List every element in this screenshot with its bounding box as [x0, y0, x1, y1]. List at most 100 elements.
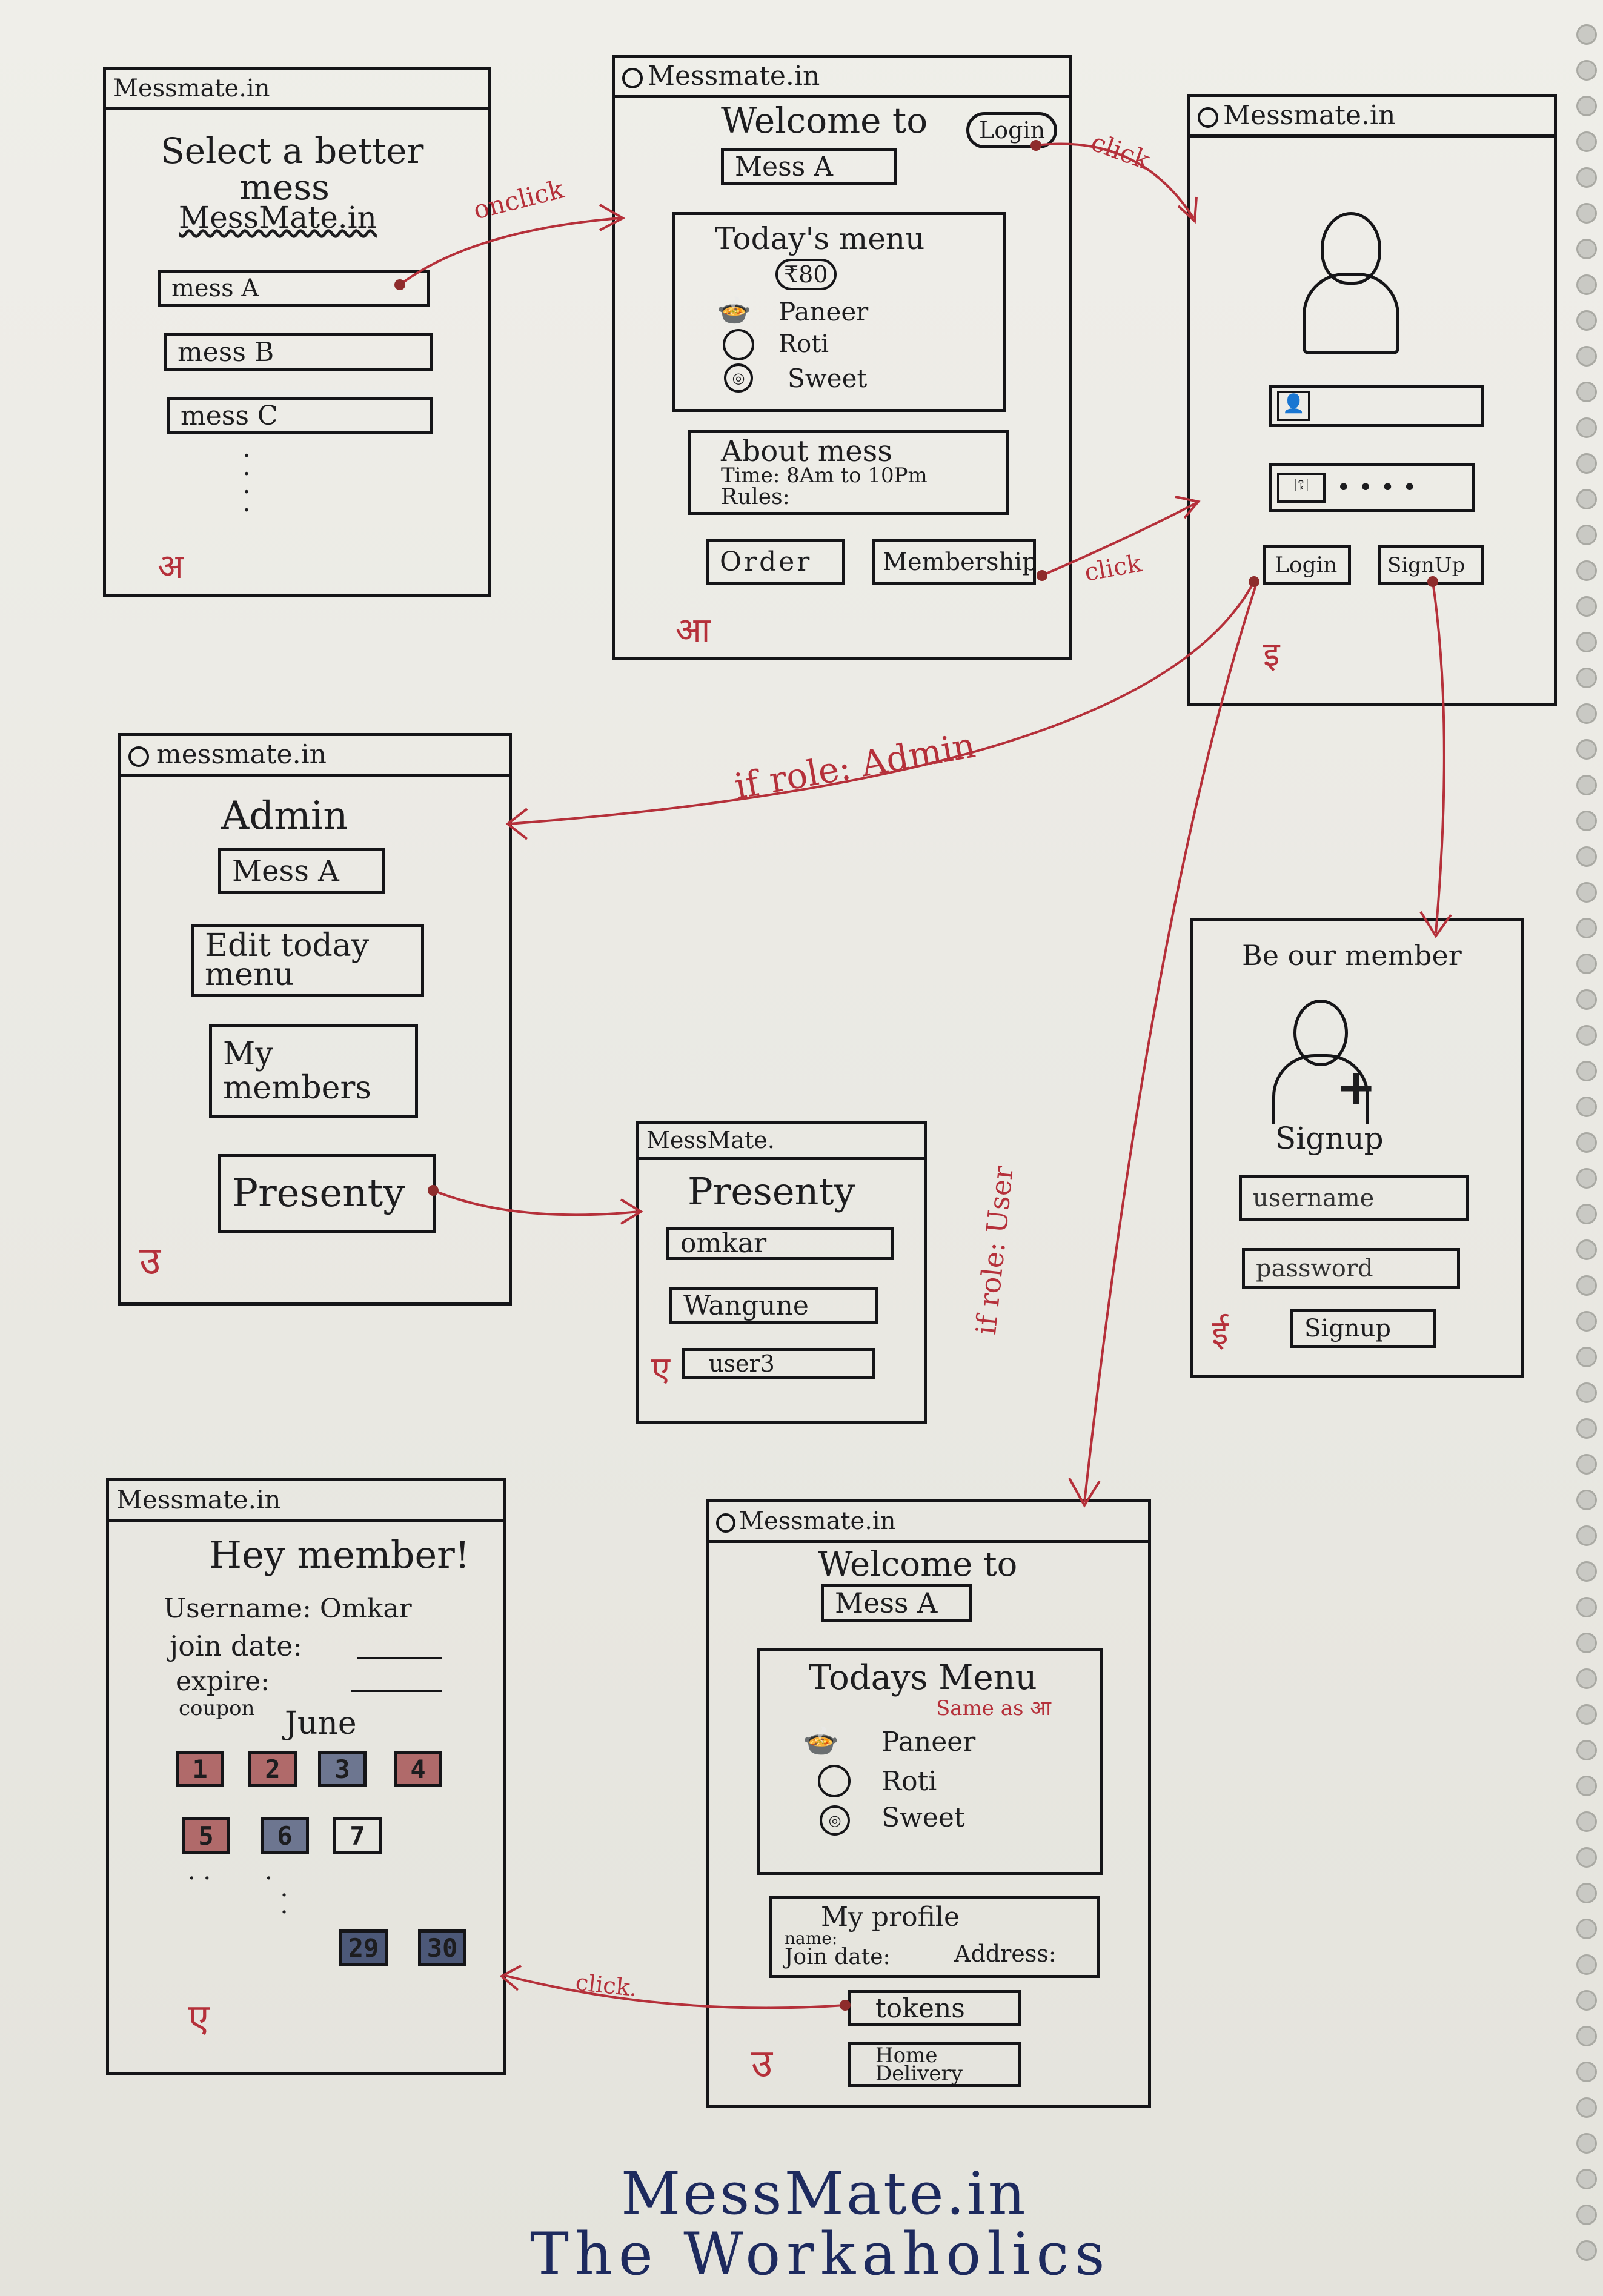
my-members-label: My members: [223, 1035, 371, 1106]
arrow-membership-to-login-screen: [1041, 502, 1197, 577]
edit-today-menu-button[interactable]: Edit today menu: [191, 924, 424, 997]
signup-password-input[interactable]: password: [1242, 1248, 1460, 1289]
day-30[interactable]: 30: [418, 1929, 466, 1966]
spiral-ring: [1576, 846, 1597, 867]
spiral-ring: [1576, 310, 1597, 331]
my-members-button[interactable]: My members: [209, 1024, 418, 1118]
detail-login-button[interactable]: Login: [966, 112, 1057, 148]
member-page-mark: ए: [188, 1996, 210, 2041]
presenty-user-2[interactable]: Wangune: [669, 1287, 878, 1324]
day-2[interactable]: 2: [248, 1751, 297, 1787]
arrow-login-to-login-screen: [1035, 142, 1195, 219]
spiral-ring: [1576, 1061, 1597, 1081]
user-home-mess-name: Mess A: [821, 1584, 972, 1622]
spiral-ring: [1576, 1597, 1597, 1617]
user-menu-paneer: Paneer: [881, 1727, 976, 1757]
signup-username-input[interactable]: username: [1239, 1175, 1469, 1221]
home-delivery-label: Home Delivery: [875, 2043, 963, 2086]
menu-item-sweet: Sweet: [788, 363, 868, 393]
mess-b-item[interactable]: mess B: [164, 333, 433, 371]
spiral-ring: [1576, 1633, 1597, 1653]
spiral-ring: [1576, 1239, 1597, 1260]
day-6[interactable]: 6: [261, 1817, 309, 1854]
presenty-user-1[interactable]: omkar: [666, 1227, 894, 1260]
spiral-ring: [1576, 1776, 1597, 1796]
home-delivery-button[interactable]: Home Delivery: [848, 2042, 1021, 2087]
member-username: Username: Omkar: [164, 1593, 412, 1624]
signup-screen: Be our member + Signup username password…: [1190, 918, 1524, 1378]
admin-mess-name-text: Mess A: [232, 854, 339, 888]
presenty-user-3[interactable]: user3: [682, 1348, 875, 1379]
spiral-ring: [1576, 1168, 1597, 1189]
admin-screen: messmate.in Admin Mess A Edit today menu…: [118, 733, 512, 1306]
spiral-ring: [1576, 1740, 1597, 1760]
day-1-label: 1: [192, 1754, 208, 1784]
membership-button[interactable]: Membership: [872, 539, 1036, 585]
spiral-ring: [1576, 1132, 1597, 1153]
login-title: Messmate.in: [1223, 100, 1396, 131]
day-7[interactable]: 7: [333, 1817, 382, 1854]
detail-title-bar: Messmate.in: [615, 58, 1069, 98]
login-title-bar: Messmate.in: [1190, 97, 1554, 138]
mess-b-label: mess B: [178, 336, 274, 368]
user-menu-same-as: Same as आ: [936, 1696, 1052, 1720]
window-circle-icon: [622, 67, 643, 88]
day-3[interactable]: 3: [318, 1751, 367, 1787]
login-button[interactable]: Login: [1263, 545, 1351, 585]
sweet-icon: ◎: [724, 363, 753, 393]
spiral-ring: [1576, 2026, 1597, 2046]
detail-mess-name: Mess A: [721, 148, 897, 185]
login-page-mark: इ: [1263, 635, 1280, 674]
roti-circle-icon: [723, 329, 754, 360]
detail-mess-name-text: Mess A: [735, 151, 834, 182]
day-5[interactable]: 5: [182, 1817, 230, 1854]
home-heading-2: mess: [239, 167, 330, 208]
spiral-ring: [1576, 1418, 1597, 1439]
about-title: About mess: [721, 434, 892, 468]
spiral-ring: [1576, 2133, 1597, 2154]
order-button[interactable]: Order: [706, 539, 845, 585]
home-page-mark: अ: [158, 547, 184, 586]
presenty-screen: MessMate. Presenty omkar Wangune user3 ए: [636, 1121, 927, 1424]
login-password-input[interactable]: ⚿• • • •: [1269, 463, 1475, 512]
day-30-label: 30: [426, 1933, 458, 1963]
day-1[interactable]: 1: [176, 1751, 224, 1787]
about-mess-card: About mess Time: 8Am to 10Pm Rules:: [688, 430, 1009, 515]
mess-a-item[interactable]: mess A: [158, 270, 430, 307]
mess-detail-screen: Messmate.in Welcome to Login Mess A Toda…: [612, 55, 1072, 660]
user-home-title: Messmate.in: [739, 1507, 896, 1535]
spiral-ring: [1576, 60, 1597, 81]
day-4[interactable]: 4: [394, 1751, 442, 1787]
menu-item-roti: Roti: [778, 330, 829, 358]
signup-label: Signup: [1275, 1121, 1384, 1156]
tokens-button[interactable]: tokens: [848, 1990, 1021, 2026]
arrow-presenty-to-presenty-screen: [433, 1189, 640, 1216]
signup-heading: Be our member: [1242, 939, 1462, 972]
mess-c-item[interactable]: mess C: [167, 397, 433, 434]
about-rules: Rules:: [721, 485, 790, 509]
member-expire: expire:: [176, 1666, 270, 1697]
spiral-ring: [1576, 1347, 1597, 1367]
home-brand: MessMate.in: [179, 200, 377, 235]
presenty-user-3-label: user3: [709, 1350, 775, 1377]
presenty-user-2-label: Wangune: [683, 1290, 809, 1321]
detail-page-mark: आ: [675, 611, 711, 650]
spiral-ring: [1576, 1490, 1597, 1510]
user-menu-sweet: Sweet: [881, 1802, 965, 1833]
roti-circle-icon: [818, 1765, 851, 1797]
signup-submit-button[interactable]: Signup: [1290, 1309, 1436, 1348]
user-menu-title: Todays Menu: [809, 1658, 1037, 1697]
user-home-screen: Messmate.in Welcome to Mess A Todays Men…: [706, 1499, 1151, 2108]
signup-password-placeholder: password: [1256, 1255, 1373, 1282]
calendar-ellipsis: . . . . .: [188, 1857, 288, 1919]
paneer-bowl-icon: 🍲: [803, 1724, 839, 1758]
add-user-icon: +: [1272, 1000, 1376, 1124]
today-menu-card: Today's menu ₹80 🍲 Paneer Roti ◎ Sweet: [672, 212, 1006, 412]
user-home-title-bar: Messmate.in: [709, 1502, 1148, 1543]
window-circle-icon: [1198, 107, 1218, 128]
day-29[interactable]: 29: [339, 1929, 388, 1966]
login-username-input[interactable]: 👤: [1269, 385, 1484, 427]
spiral-ring: [1576, 560, 1597, 581]
signup-page-mark: ई: [1212, 1313, 1229, 1353]
mess-c-label: mess C: [181, 400, 278, 431]
